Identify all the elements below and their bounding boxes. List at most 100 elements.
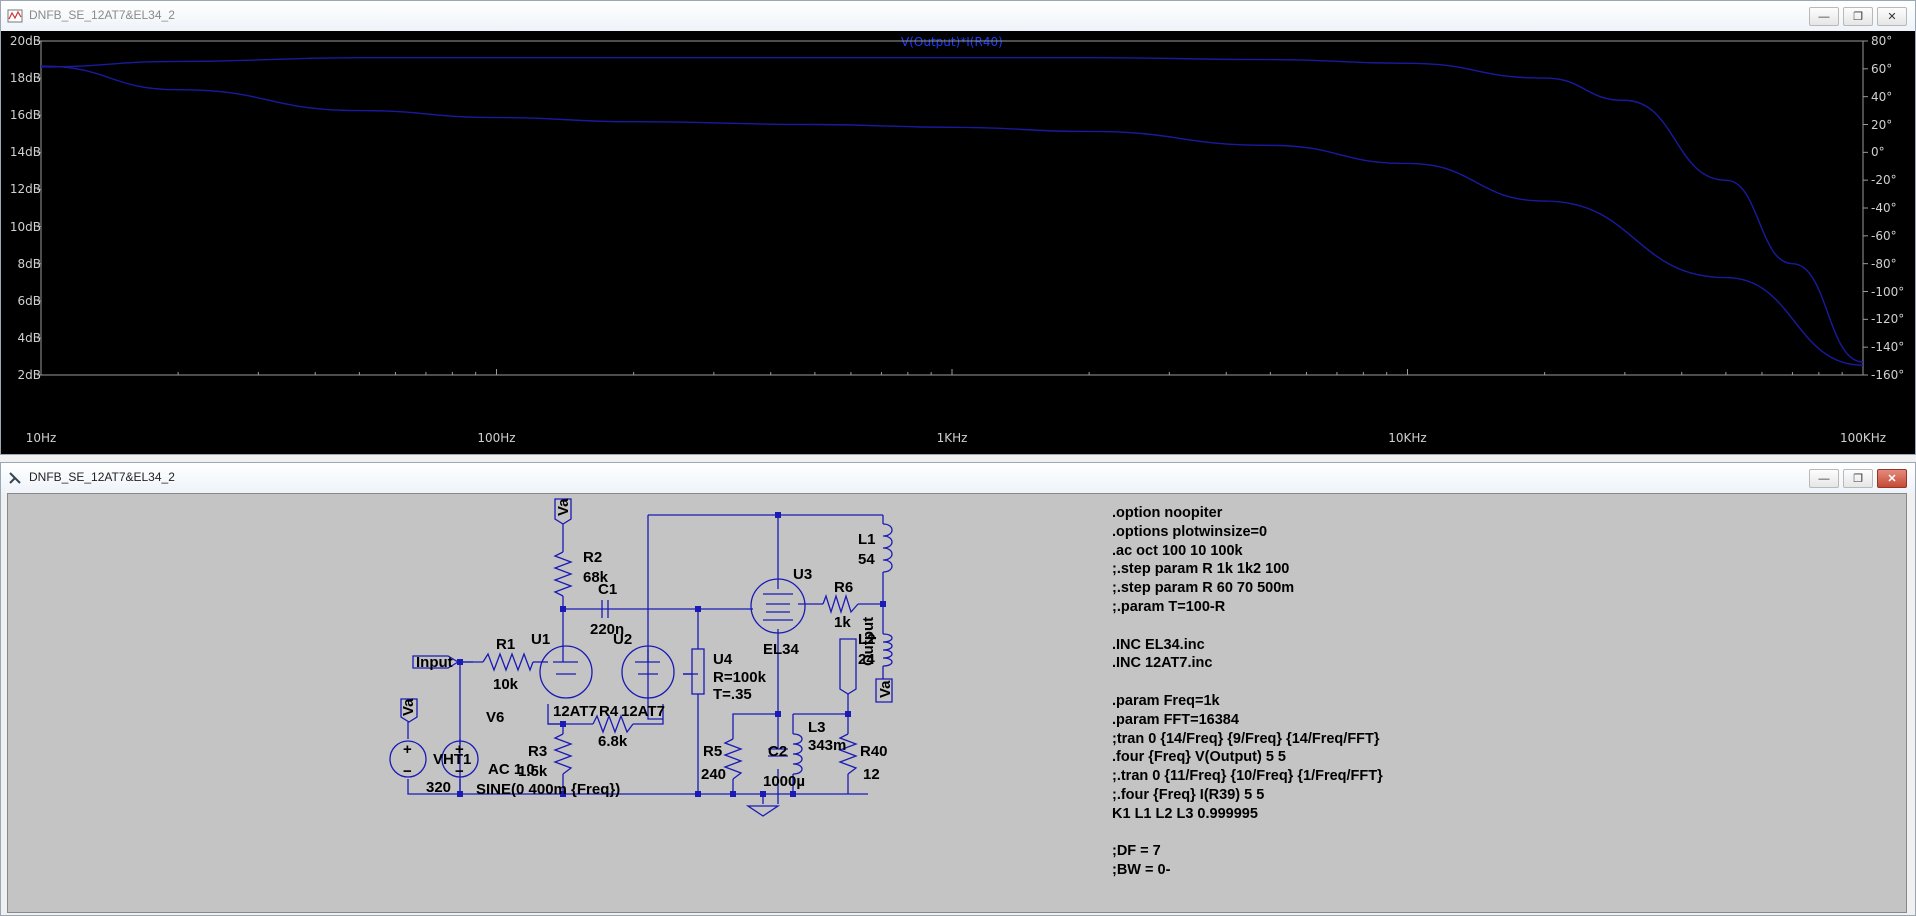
r3-value: 1.5k bbox=[518, 763, 548, 780]
plot-titlebar[interactable]: DNFB_SE_12AT7&EL34_2 — ❐ ✕ bbox=[1, 1, 1915, 31]
c1-label: C1 bbox=[598, 581, 617, 598]
va-flag-3: Va bbox=[877, 680, 894, 698]
y-left-tick-label: 4dB bbox=[17, 330, 41, 345]
spice-directive-line[interactable]: .INC 12AT7.inc bbox=[1112, 655, 1213, 672]
component-labels: Va Va Va Input Output R1 10k R2 68k C1 2… bbox=[400, 498, 894, 798]
u1-value: 12AT7 bbox=[553, 703, 597, 720]
y-right-tick-label: -120° bbox=[1871, 312, 1905, 327]
x-tick-label: 10Hz bbox=[25, 431, 57, 445]
spice-directive-line[interactable]: .param Freq=1k bbox=[1112, 692, 1220, 709]
plot-frame bbox=[40, 40, 1864, 376]
restore-button[interactable]: ❐ bbox=[1843, 7, 1873, 26]
y-right-tick-label: 80° bbox=[1871, 34, 1893, 48]
spice-directive-line[interactable]: ;.tran 0 {11/Freq} {10/Freq} {1/Freq/FFT… bbox=[1112, 768, 1383, 785]
y-right-tick-label: 0° bbox=[1871, 145, 1885, 160]
y-left-tick-label: 6dB bbox=[17, 293, 41, 308]
r1-label: R1 bbox=[496, 636, 515, 653]
l2-label: L2 bbox=[858, 631, 876, 648]
phase-trace[interactable] bbox=[40, 65, 1864, 366]
y-left-tick-label: 18dB bbox=[9, 71, 41, 86]
plot-window-title: DNFB_SE_12AT7&EL34_2 bbox=[29, 8, 175, 22]
restore-button[interactable]: ❐ bbox=[1843, 469, 1873, 488]
y-right-tick-label: 40° bbox=[1871, 89, 1893, 104]
v6-ac: AC 1 0 bbox=[488, 761, 535, 778]
spice-directive-line[interactable]: .options plotwinsize=0 bbox=[1112, 523, 1268, 540]
minimize-icon: — bbox=[1818, 472, 1830, 485]
schematic-titlebar[interactable]: DNFB_SE_12AT7&EL34_2 — ❐ ✕ bbox=[1, 463, 1915, 493]
spice-directive-line[interactable]: .four {Freq} V(Output) 5 5 bbox=[1112, 749, 1286, 766]
spice-directive-line[interactable]: ;BW = 0- bbox=[1112, 862, 1171, 879]
trace-label[interactable]: V(Output)*I(R40) bbox=[901, 35, 1003, 49]
y-right-tick-label: -140° bbox=[1871, 340, 1905, 355]
spice-directive-line[interactable]: ;DF = 7 bbox=[1112, 843, 1161, 860]
r40-label: R40 bbox=[860, 743, 888, 760]
spice-directive-line[interactable]: .INC EL34.inc bbox=[1112, 636, 1205, 653]
l1-value: 54 bbox=[858, 551, 875, 568]
spice-directive-line[interactable]: .param FFT=16384 bbox=[1112, 711, 1239, 728]
minimize-button[interactable]: — bbox=[1809, 7, 1839, 26]
spice-directives[interactable]: .option noopiter .options plotwinsize=0 .a… bbox=[1112, 504, 1383, 880]
schematic-canvas[interactable]: Va Va Va Input Output R1 10k R2 68k C1 2… bbox=[7, 493, 1907, 913]
close-button[interactable]: ✕ bbox=[1877, 469, 1907, 488]
tick-marks bbox=[37, 40, 1868, 376]
minimize-button[interactable]: — bbox=[1809, 469, 1839, 488]
u1-label: U1 bbox=[531, 631, 550, 648]
r6-label: R6 bbox=[834, 579, 853, 596]
x-tick-label: 100KHz bbox=[1839, 431, 1887, 445]
spice-directive-line[interactable]: ;.step param R 60 70 500m bbox=[1112, 580, 1295, 597]
v6-label: V6 bbox=[486, 709, 504, 726]
v6-value: SINE(0 400m {Freq}) bbox=[476, 781, 620, 798]
plot-svg bbox=[37, 40, 1868, 376]
l3-label: L3 bbox=[808, 719, 826, 736]
y-right-tick-label: -60° bbox=[1871, 228, 1897, 243]
vsrc-value: 320 bbox=[426, 779, 451, 796]
close-icon: ✕ bbox=[1887, 473, 1897, 485]
x-tick-label: 10KHz bbox=[1388, 431, 1427, 445]
spice-directive-line[interactable]: ;tran 0 {14/Freq} {9/Freq} {14/Freq/FFT} bbox=[1112, 730, 1380, 747]
restore-icon: ❐ bbox=[1853, 11, 1863, 23]
y-right-tick-label: -160° bbox=[1871, 368, 1905, 382]
y-left-tick-label: 10dB bbox=[9, 219, 41, 234]
va-flag-2: Va bbox=[400, 698, 417, 716]
r1-value: 10k bbox=[493, 676, 519, 693]
x-tick-label: 1KHz bbox=[936, 431, 968, 445]
y-right-tick-label: 20° bbox=[1871, 117, 1893, 132]
spice-directive-line[interactable]: .ac oct 100 10 100k bbox=[1112, 542, 1243, 559]
u2-value: 12AT7 bbox=[621, 703, 665, 720]
y-left-tick-label: 8dB bbox=[17, 256, 41, 271]
y-right-tick-label: -20° bbox=[1871, 173, 1897, 188]
l1-label: L1 bbox=[858, 531, 876, 548]
l3-value: 343m bbox=[808, 737, 846, 754]
va-flag-1: Va bbox=[555, 498, 572, 516]
schematic-window: DNFB_SE_12AT7&EL34_2 — ❐ ✕ bbox=[0, 462, 1916, 916]
source-minus-icon: − bbox=[403, 763, 412, 780]
output-label: Output bbox=[860, 617, 877, 666]
r3-label: R3 bbox=[528, 743, 547, 760]
u3-value: EL34 bbox=[763, 641, 800, 658]
u2-label: U2 bbox=[613, 631, 632, 648]
r4-label: R4 bbox=[599, 703, 619, 720]
spice-directive-line[interactable]: ;.param T=100-R bbox=[1112, 598, 1226, 615]
y-right-tick-label: -40° bbox=[1871, 201, 1897, 215]
waveform-icon bbox=[7, 9, 23, 23]
circuit-diagram[interactable]: Va Va Va Input Output R1 10k R2 68k C1 2… bbox=[8, 494, 1108, 912]
plot-window: DNFB_SE_12AT7&EL34_2 — ❐ ✕ V(Output)*I(R… bbox=[0, 0, 1916, 455]
spice-directive-line[interactable] bbox=[1112, 824, 1383, 843]
close-button[interactable]: ✕ bbox=[1877, 7, 1907, 26]
spice-directive-line[interactable]: .option noopiter bbox=[1112, 505, 1223, 521]
r6-value: 1k bbox=[834, 614, 851, 631]
magnitude-trace[interactable] bbox=[40, 56, 1864, 363]
spice-directive-line[interactable]: ;.step param R 1k 1k2 100 bbox=[1112, 561, 1290, 578]
spice-directive-line[interactable]: K1 L1 L2 L3 0.999995 bbox=[1112, 805, 1258, 822]
spice-directive-line[interactable] bbox=[1112, 617, 1383, 636]
l2-value: 24 bbox=[858, 651, 875, 668]
y-right-tick-label: 60° bbox=[1871, 61, 1893, 76]
schematic-icon bbox=[9, 472, 21, 484]
u4-taper: T=.35 bbox=[713, 686, 752, 703]
source-minus-icon: − bbox=[455, 763, 464, 780]
y-left-tick-label: 2dB bbox=[17, 368, 41, 382]
r5-value: 240 bbox=[701, 766, 726, 783]
spice-directive-line[interactable]: ;.four {Freq} I(R39) 5 5 bbox=[1112, 786, 1265, 803]
spice-directive-line[interactable] bbox=[1112, 673, 1383, 692]
